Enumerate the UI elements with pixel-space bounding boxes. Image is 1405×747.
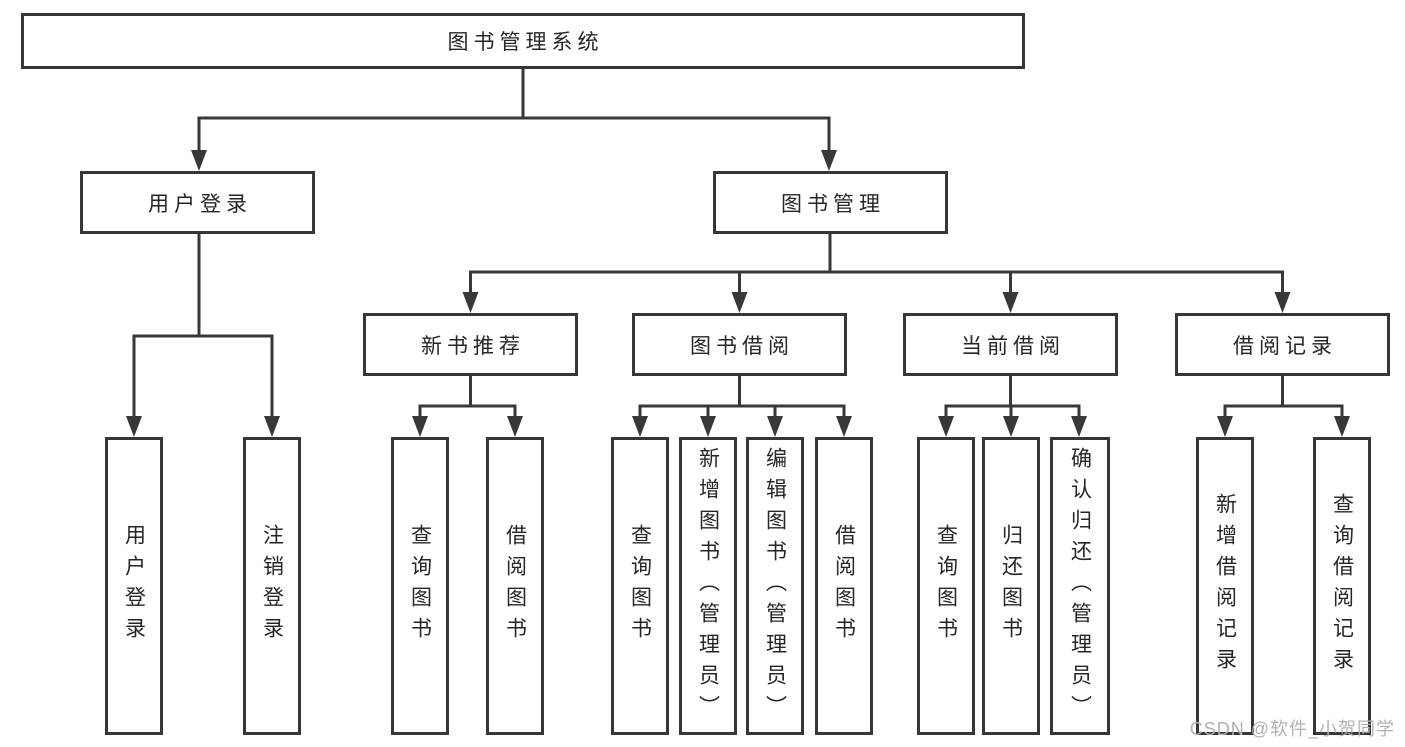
node-borrow-records: 借阅记录 [1175, 313, 1390, 376]
node-root: 图书管理系统 [21, 13, 1025, 69]
leaf-logout-login: 注销登录 [243, 437, 301, 735]
leaf-recommend-borrow-books: 借阅图书 [486, 437, 544, 735]
leaf-current-query-books: 查询图书 [917, 437, 975, 735]
leaf-borrow-edit-books-admin: 编辑图书（管理员） [746, 437, 804, 735]
node-book-borrow: 图书借阅 [632, 313, 847, 376]
leaf-current-confirm-return-admin: 确认归还（管理员） [1050, 437, 1110, 735]
leaf-borrow-borrow-books: 借阅图书 [815, 437, 873, 735]
arrowhead-group [126, 150, 1350, 437]
node-new-book-recommend: 新书推荐 [363, 313, 578, 376]
node-book-management: 图书管理 [713, 171, 948, 234]
leaf-recommend-query-books: 查询图书 [391, 437, 449, 735]
node-current-borrow: 当前借阅 [903, 313, 1118, 376]
leaf-records-query-borrow-record: 查询借阅记录 [1313, 437, 1371, 735]
leaf-user-login: 用户登录 [105, 437, 163, 735]
node-user-login: 用户登录 [80, 171, 315, 234]
leaf-current-return-books: 归还图书 [982, 437, 1040, 735]
leaf-borrow-query-books: 查询图书 [611, 437, 669, 735]
leaf-records-add-borrow-record: 新增借阅记录 [1196, 437, 1254, 735]
csdn-watermark: CSDN @软件_小贺同学 [1189, 719, 1395, 739]
leaf-borrow-add-books-admin: 新增图书（管理员） [679, 437, 737, 735]
